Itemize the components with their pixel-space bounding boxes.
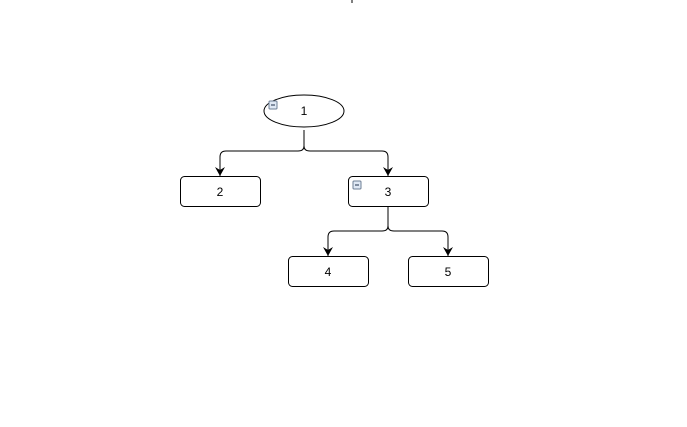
node-5-shape[interactable]: [408, 256, 489, 287]
node-5[interactable]: 5: [408, 256, 489, 287]
node-1-label: 1: [301, 104, 308, 118]
node-1-shape[interactable]: [263, 94, 345, 128]
node-2-label: 2: [217, 185, 224, 199]
node-3-label: 3: [385, 185, 392, 199]
node-2[interactable]: 2: [180, 176, 261, 207]
node-3-shape[interactable]: [348, 176, 429, 207]
collapse-icon[interactable]: [352, 180, 362, 190]
edge-1-to-3[interactable]: [303, 130, 393, 176]
node-3[interactable]: 3: [348, 176, 429, 207]
edge-3-to-5[interactable]: [387, 206, 453, 256]
node-2-shape[interactable]: [180, 176, 261, 207]
collapse-icon[interactable]: [268, 100, 278, 110]
node-4[interactable]: 4: [288, 256, 369, 287]
node-5-label: 5: [445, 265, 452, 279]
node-1[interactable]: 1: [263, 94, 345, 128]
edge-3-to-4[interactable]: [323, 206, 389, 256]
edge-1-to-2[interactable]: [215, 130, 305, 176]
node-4-shape[interactable]: [288, 256, 369, 287]
edges-group: [215, 130, 453, 256]
node-4-label: 4: [325, 265, 332, 279]
